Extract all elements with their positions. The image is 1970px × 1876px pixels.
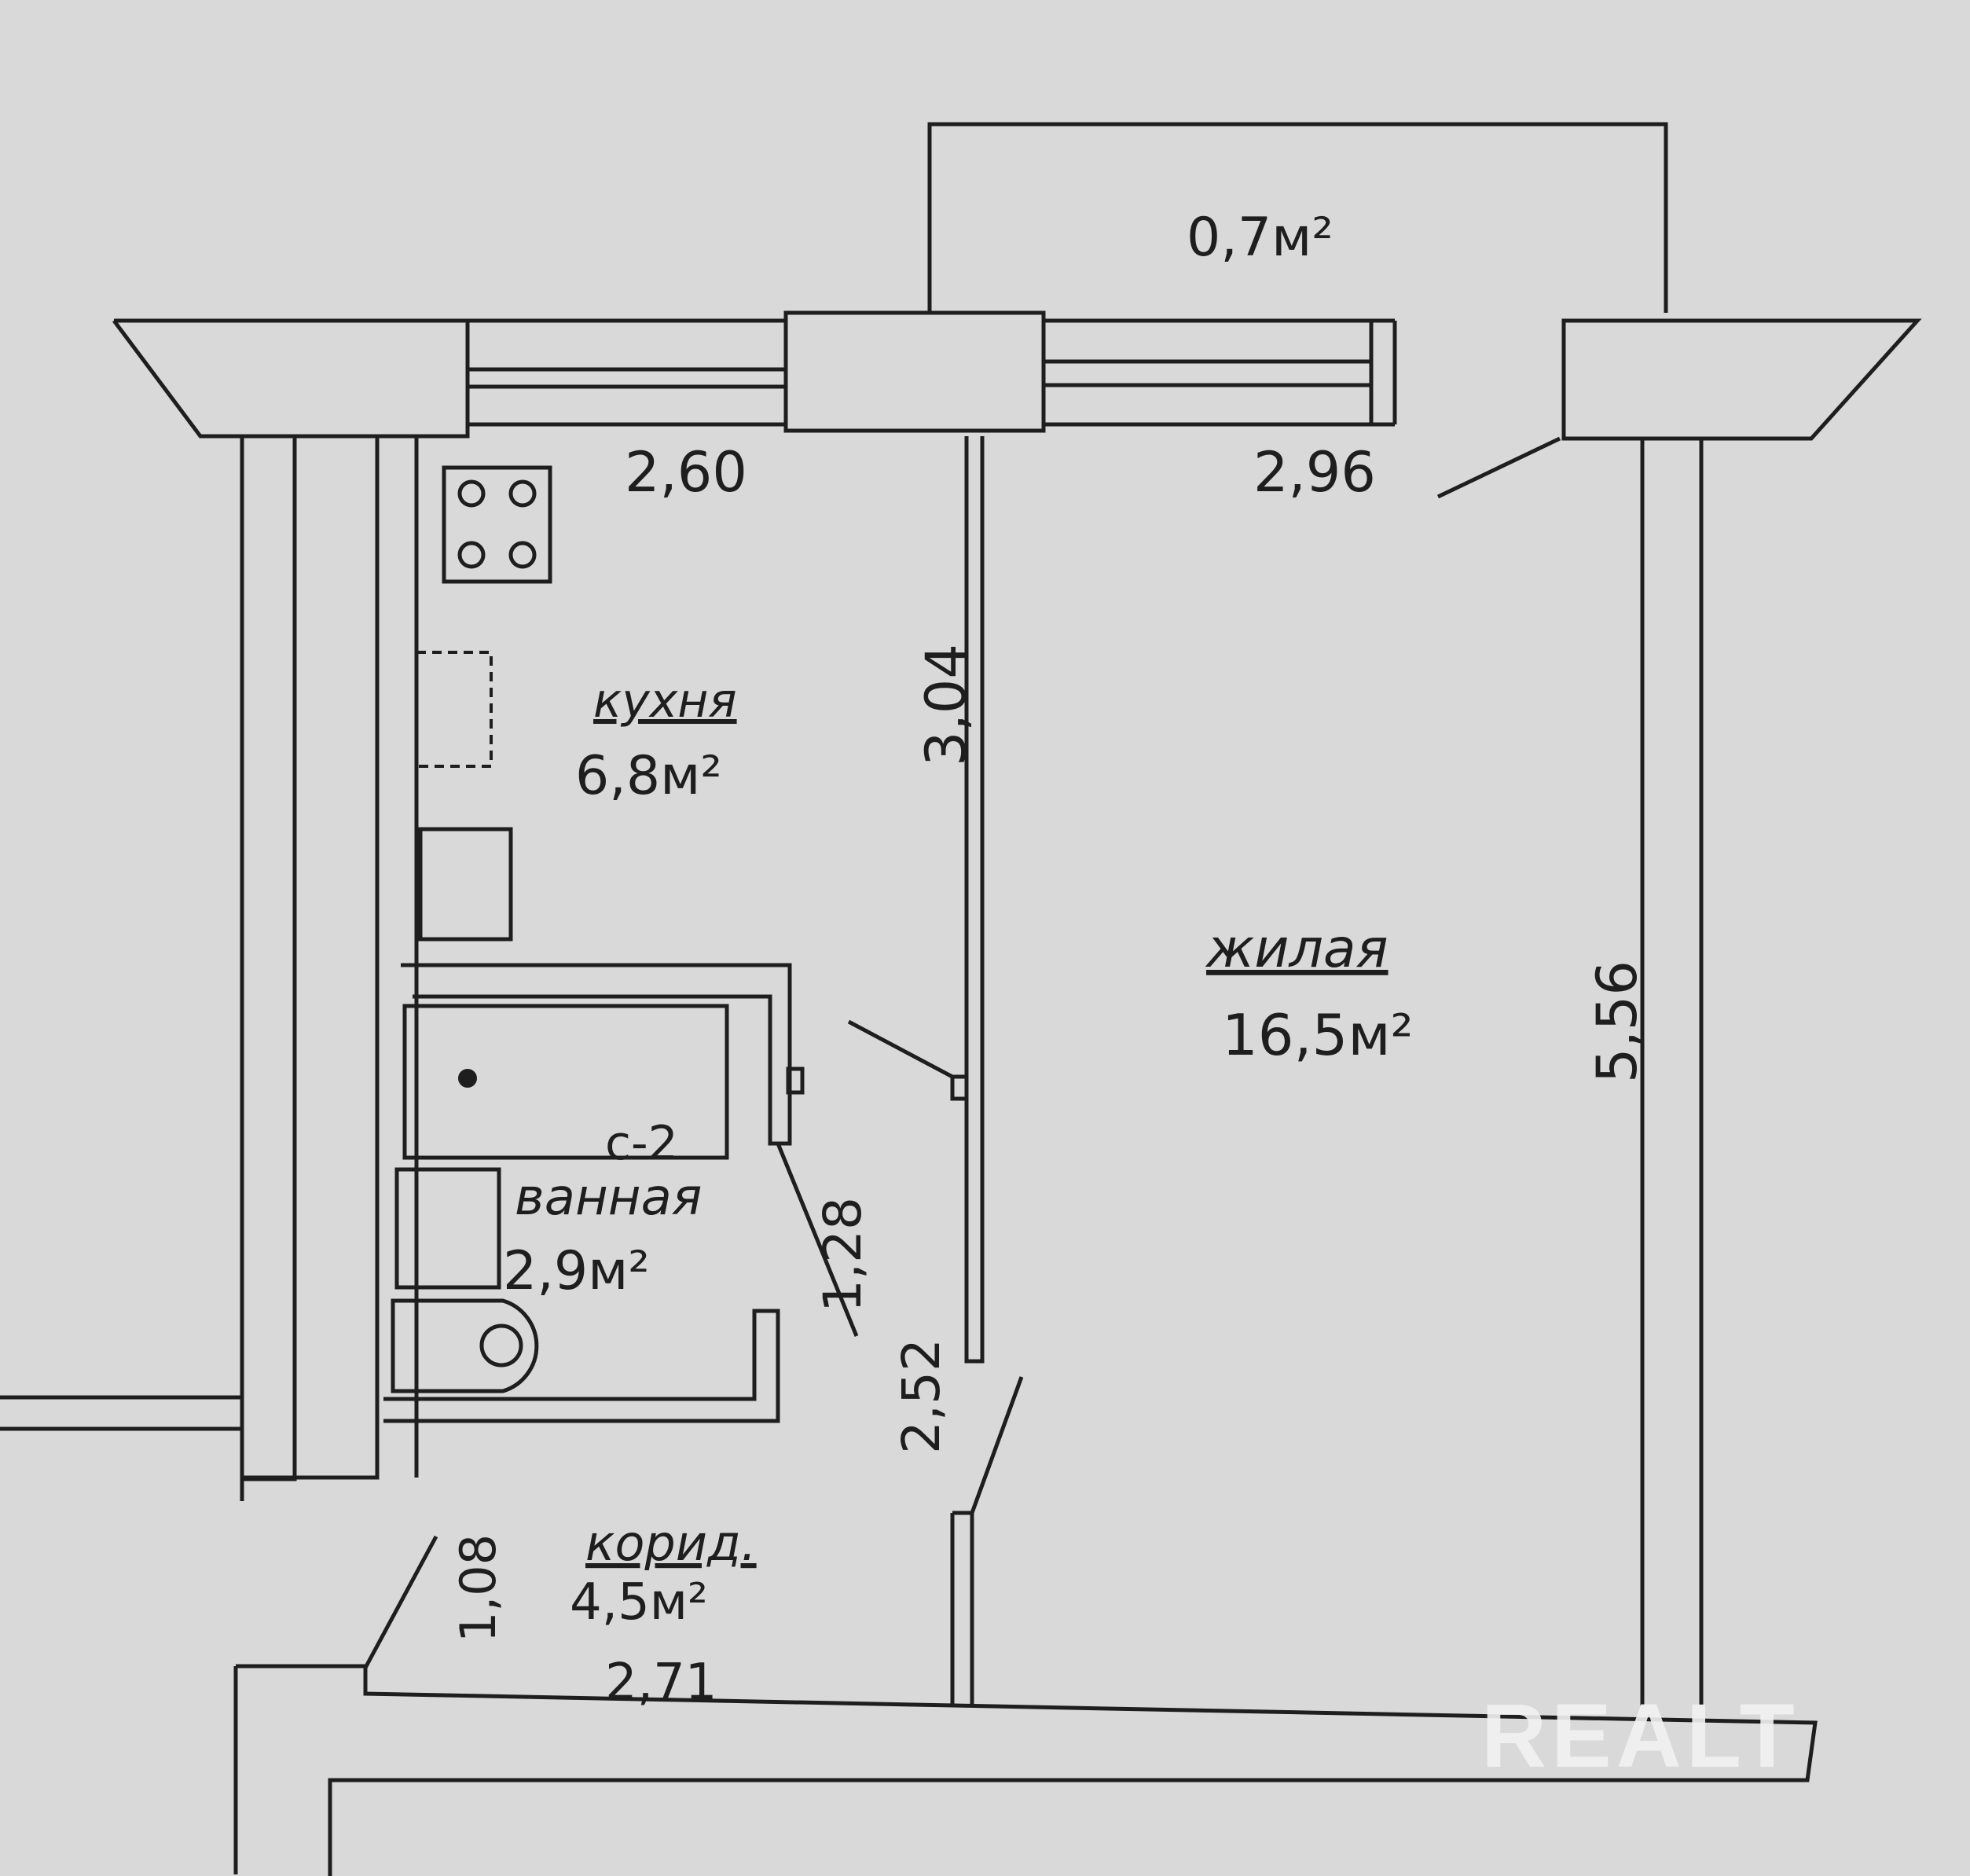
dim-kitchen-width: 2,60 (625, 440, 747, 505)
window-living (1044, 318, 1397, 427)
kitchen-area: 6,8м² (575, 745, 722, 807)
dim-bath-length: 1,28 (813, 1197, 873, 1312)
bathroom-wall-bottom (383, 1309, 780, 1423)
living-name: жилая (1205, 918, 1389, 980)
bathroom-name: ванная (515, 1169, 702, 1227)
fridge-icon (415, 651, 493, 768)
corridor-name: корид. (585, 1514, 757, 1572)
bathroom-mark: с-2 (605, 1116, 678, 1171)
door-kitchen (847, 1019, 969, 1101)
realt-watermark: REALT (1481, 1686, 1799, 1786)
kitchen-sink (418, 827, 513, 942)
partition-door-lower (950, 1511, 974, 1707)
dim-corridor-length: 2,52 (891, 1338, 952, 1454)
dim-living-width: 2,96 (1253, 440, 1376, 505)
bathroom-area: 2,9м² (503, 1240, 650, 1302)
dim-corridor-width: 2,71 (605, 1654, 717, 1712)
dim-corridor-short: 1,08 (449, 1534, 507, 1643)
partition-kitchen-living (964, 436, 985, 1364)
living-area: 16,5м² (1222, 1002, 1414, 1068)
door-living (970, 1376, 1024, 1514)
bathroom-sink (394, 1167, 501, 1290)
kitchen-name: кухня (593, 674, 737, 729)
heater (786, 1066, 805, 1095)
balcony-area: 0,7м² (1187, 207, 1334, 269)
wall-bottom-left (0, 1395, 242, 1431)
corridor-area: 4,5м² (570, 1573, 708, 1632)
wall-left-column (240, 436, 380, 1480)
leader-corridor (363, 1535, 438, 1669)
dim-living-length: 5,56 (1585, 960, 1649, 1083)
wall-left-outer (112, 319, 295, 439)
pier-center (783, 310, 1046, 433)
balcony-outline (927, 122, 1668, 313)
leader-living-width (1436, 436, 1561, 499)
bathroom-door (776, 1143, 859, 1337)
dim-kitchen-length: 3,04 (914, 644, 978, 766)
bathtub (402, 1004, 729, 1160)
window-kitchen (468, 318, 786, 427)
bath-drain (458, 1069, 477, 1088)
wall-top-right (1561, 318, 1922, 441)
toilet-seat (479, 1323, 523, 1368)
bathroom-wall-top (401, 963, 792, 1146)
wall-top-left (114, 318, 470, 1501)
stove (442, 465, 552, 584)
toilet (391, 1298, 539, 1393)
wall-right (1640, 439, 1704, 1705)
